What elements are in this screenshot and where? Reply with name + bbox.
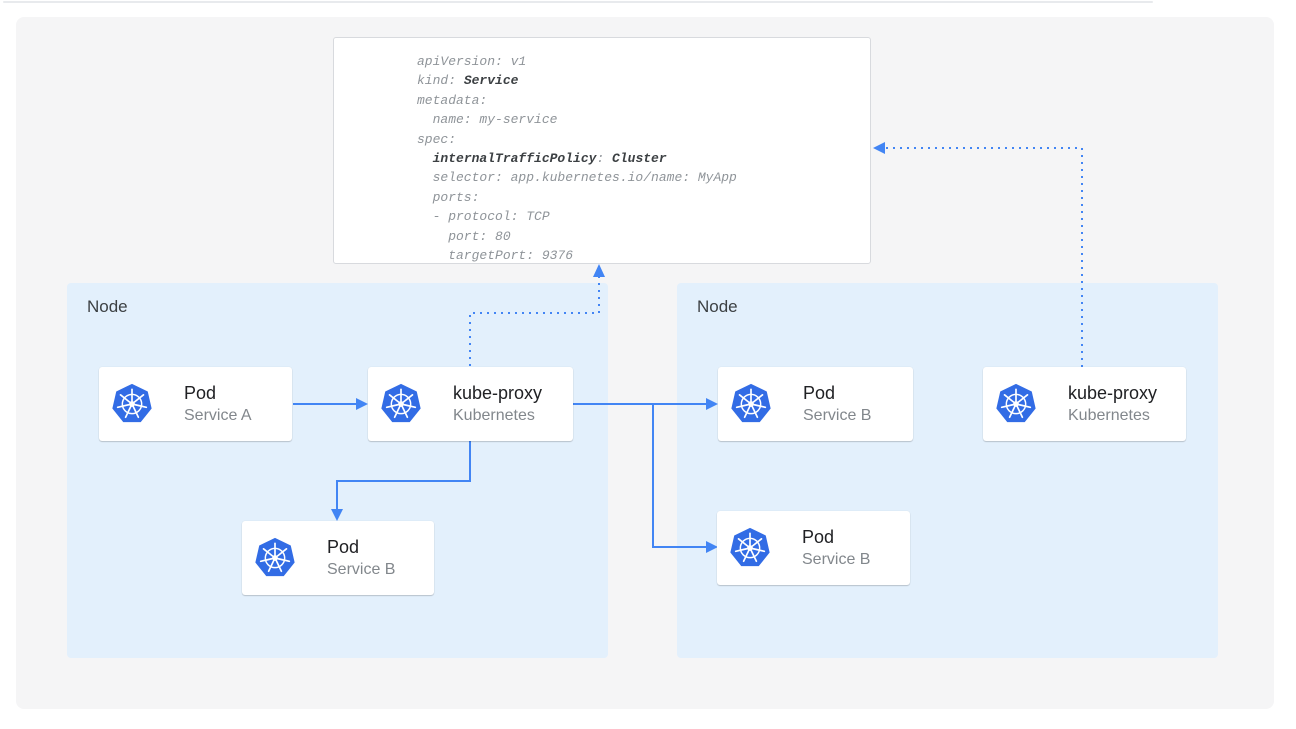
kubernetes-icon xyxy=(730,383,772,425)
node-box-right: Node xyxy=(677,283,1218,658)
card-pod-service-a: Pod Service A xyxy=(99,367,292,441)
card-title: Pod xyxy=(327,537,360,557)
code-line: targetPort: 9376 xyxy=(417,248,574,264)
node-label: Node xyxy=(87,297,128,316)
yaml-code: apiVersion: v1 kind: Service metadata: nam… xyxy=(334,38,870,265)
card-title: Pod xyxy=(802,527,835,547)
code-line: selector: app.kubernetes.io/name: MyApp xyxy=(417,170,737,186)
code-line: metadata: xyxy=(417,92,488,108)
kubernetes-icon xyxy=(380,383,422,425)
service-yaml-box: apiVersion: v1 kind: Service metadata: nam… xyxy=(333,37,871,264)
card-subtitle: Kubernetes xyxy=(1068,407,1150,424)
node-label: Node xyxy=(697,297,738,316)
kubernetes-icon xyxy=(254,537,296,579)
card-title: Pod xyxy=(803,383,836,403)
card-subtitle: Service B xyxy=(327,561,396,578)
card-subtitle: Service A xyxy=(184,407,252,424)
card-title: Pod xyxy=(184,383,217,403)
kubernetes-icon xyxy=(729,527,771,569)
code-line: internalTrafficPolicy: Cluster xyxy=(432,151,667,167)
card-subtitle: Service B xyxy=(802,551,871,568)
card-title: kube-proxy xyxy=(453,383,543,403)
card-subtitle: Service B xyxy=(803,407,872,424)
code-line: spec: xyxy=(417,131,457,147)
code-line: ports: xyxy=(417,189,480,205)
code-line: - protocol: TCP xyxy=(417,209,550,225)
card-pod-service-b-right-bottom: Pod Service B xyxy=(717,511,910,585)
card-kube-proxy-left: kube-proxy Kubernetes xyxy=(368,367,573,441)
code-line: kind: Service xyxy=(417,73,519,89)
card-subtitle: Kubernetes xyxy=(453,407,535,424)
top-divider xyxy=(3,1,1153,3)
card-pod-service-b-right-top: Pod Service B xyxy=(718,367,913,441)
node-box-left: Node xyxy=(67,283,608,658)
kubernetes-icon xyxy=(111,383,153,425)
kubernetes-icon xyxy=(995,383,1037,425)
card-pod-service-b-left: Pod Service B xyxy=(242,521,434,595)
card-kube-proxy-right: kube-proxy Kubernetes xyxy=(983,367,1186,441)
card-title: kube-proxy xyxy=(1068,383,1158,403)
code-line: name: my-service xyxy=(417,112,558,128)
code-line: port: 80 xyxy=(417,228,511,244)
code-line: apiVersion: v1 xyxy=(417,54,527,69)
